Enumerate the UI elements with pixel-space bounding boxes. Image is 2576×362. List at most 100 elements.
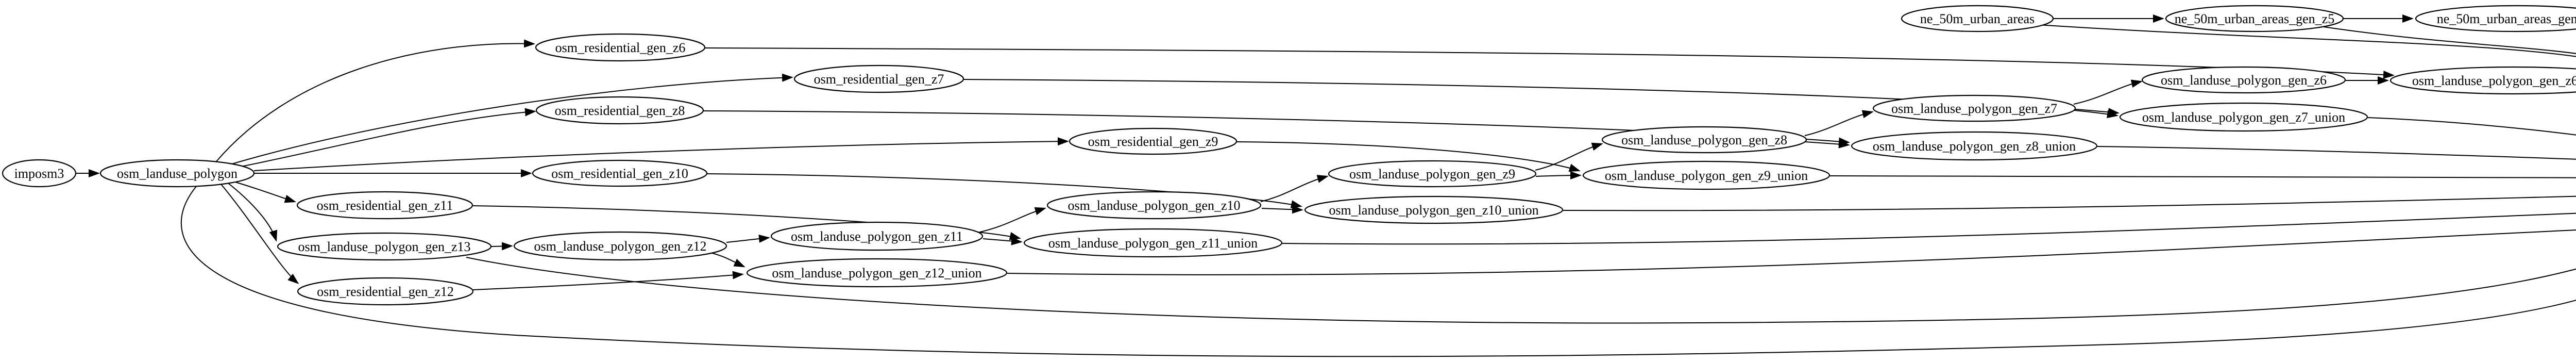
node-osm_landuse_polygon_gen_z13: osm_landuse_polygon_gen_z13 — [277, 232, 492, 261]
node-osm_residential_gen_z6: osm_residential_gen_z6 — [535, 33, 706, 62]
node-osm_landuse_polygon_gen_z9-label: osm_landuse_polygon_gen_z9 — [1349, 167, 1515, 182]
node-osm_residential_gen_z10-shape — [532, 159, 708, 187]
edge-osm_landuse_polygon_gen_z10-to-osm_landuse_polygon_gen_z10_union — [1261, 205, 1303, 214]
nodes-layer: imposm3 osm_landuse_polygon osm_residentia… — [2, 5, 2576, 306]
node-osm_landuse_polygon_gen_z11_union-shape — [1023, 228, 1283, 258]
node-osm_landuse_polygon_gen_z6_union: osm_landuse_polygon_gen_z6_union — [2389, 66, 2576, 95]
node-osm_landuse_polygon_gen_z8: osm_landuse_polygon_gen_z8 — [1601, 126, 1807, 154]
node-osm_residential_gen_z8-label: osm_residential_gen_z8 — [555, 103, 685, 118]
node-imposm3-label: imposm3 — [14, 166, 64, 181]
node-osm_landuse_polygon_gen_z12_union-shape — [746, 258, 1008, 288]
edge-osm_landuse_polygon-to-osm_residential_gen_z11 — [231, 180, 296, 203]
node-osm_landuse_polygon_gen_z9_union-label: osm_landuse_polygon_gen_z9_union — [1605, 168, 1808, 183]
node-osm_residential_gen_z11-shape — [296, 191, 473, 220]
edge-osm_landuse_polygon_gen_z9-to-osm_landuse_polygon_gen_z8 — [1535, 142, 1603, 171]
edge-osm_landuse_polygon_gen_z12-to-osm_landuse_polygon_gen_z11 — [726, 234, 770, 243]
node-osm_landuse_polygon_gen_z9: osm_landuse_polygon_gen_z9 — [1328, 160, 1537, 188]
node-osm_landuse_polygon_gen_z7_union: osm_landuse_polygon_gen_z7_union — [2119, 102, 2368, 132]
edge-osm_residential_gen_z11-to-osm_landuse_polygon_gen_z11_union — [472, 205, 1021, 240]
edge-osm_landuse_polygon_gen_z8_union-to-layer_landuse-z8 — [2097, 146, 2576, 160]
node-osm_landuse_polygon_gen_z12_union: osm_landuse_polygon_gen_z12_union — [746, 258, 1008, 288]
node-osm_landuse_polygon_gen_z6-shape — [2141, 66, 2346, 94]
node-osm_residential_gen_z8: osm_residential_gen_z8 — [535, 96, 704, 125]
node-osm_landuse_polygon_gen_z10-label: osm_landuse_polygon_gen_z10 — [1067, 198, 1240, 213]
node-ne_50m_urban_areas-label: ne_50m_urban_areas — [1920, 11, 2035, 26]
node-osm_residential_gen_z6-label: osm_residential_gen_z6 — [555, 40, 686, 55]
node-osm_landuse_polygon_gen_z13-shape — [277, 232, 492, 261]
edge-osm_landuse_polygon_gen_z9-to-osm_landuse_polygon_gen_z9_union — [1535, 171, 1582, 180]
node-ne_50m_urban_areas_gen_z5-shape — [2165, 5, 2344, 32]
edge-osm_landuse_polygon-to-layer_landuse-z14+ — [180, 185, 2576, 357]
edges-layer — [76, 14, 2576, 357]
node-osm_landuse_polygon_gen_z9_union: osm_landuse_polygon_gen_z9_union — [1582, 160, 1831, 190]
node-osm_residential_gen_z8-shape — [535, 96, 704, 125]
edge-osm_landuse_polygon-to-osm_residential_gen_z7 — [231, 73, 793, 164]
node-osm_landuse_polygon_gen_z11: osm_landuse_polygon_gen_z11 — [770, 221, 984, 251]
edge-osm_landuse_polygon_gen_z7-to-osm_landuse_polygon_gen_z6 — [2073, 79, 2143, 105]
node-imposm3: imposm3 — [2, 159, 77, 188]
node-ne_50m_urban_areas_gen_z4-shape — [2415, 5, 2576, 32]
node-ne_50m_urban_areas_gen_z5-label: ne_50m_urban_areas_gen_z5 — [2175, 11, 2334, 26]
node-osm_landuse_polygon_gen_z12-shape — [513, 231, 727, 261]
node-osm_landuse_polygon_gen_z7_union-shape — [2119, 102, 2368, 132]
node-osm_residential_gen_z12-label: osm_residential_gen_z12 — [317, 284, 454, 299]
node-osm_landuse_polygon_gen_z8_union: osm_landuse_polygon_gen_z8_union — [1851, 131, 2098, 161]
node-osm_landuse_polygon_gen_z7: osm_landuse_polygon_gen_z7 — [1872, 94, 2076, 122]
node-osm_residential_gen_z12: osm_residential_gen_z12 — [297, 277, 474, 306]
node-osm_landuse_polygon_gen_z9_union-shape — [1582, 160, 1831, 190]
edge-osm_landuse_polygon-to-osm_landuse_polygon_gen_z13 — [226, 182, 278, 242]
node-osm_residential_gen_z11-label: osm_residential_gen_z11 — [317, 198, 453, 213]
node-osm_landuse_polygon_gen_z8_union-label: osm_landuse_polygon_gen_z8_union — [1873, 139, 2076, 154]
edge-osm_landuse_polygon_gen_z13-to-layer_landuse-z13 — [466, 257, 2576, 324]
node-ne_50m_urban_areas-shape — [1901, 5, 2054, 32]
node-osm_landuse_polygon_gen_z11-shape — [770, 221, 984, 251]
edge-osm_residential_gen_z9-to-osm_landuse_polygon_gen_z9_union — [1236, 141, 1581, 172]
node-osm_residential_gen_z6-shape — [535, 33, 706, 62]
node-ne_50m_urban_areas_gen_z4: ne_50m_urban_areas_gen_z4 — [2415, 5, 2576, 32]
node-osm_residential_gen_z10-label: osm_residential_gen_z10 — [551, 166, 688, 181]
node-osm_landuse_polygon_gen_z6_union-shape — [2389, 66, 2576, 95]
edge-osm_landuse_polygon-to-osm_residential_gen_z6 — [216, 39, 535, 162]
node-osm_residential_gen_z9: osm_residential_gen_z9 — [1069, 127, 1238, 155]
edge-osm_landuse_polygon_gen_z11-to-osm_landuse_polygon_gen_z11_union — [982, 237, 1023, 245]
node-osm_residential_gen_z9-shape — [1069, 127, 1238, 155]
edge-osm_landuse_polygon_gen_z8-to-osm_landuse_polygon_gen_z7 — [1804, 110, 1874, 136]
edge-osm_landuse_polygon_gen_z12-to-osm_landuse_polygon_gen_z12_union — [708, 252, 745, 268]
node-osm_landuse_polygon_gen_z7-label: osm_landuse_polygon_gen_z7 — [1891, 101, 2057, 116]
edge-osm_landuse_polygon_gen_z12_union-to-layer_landuse-z12 — [1007, 229, 2576, 275]
node-osm_landuse_polygon-label: osm_landuse_polygon — [117, 166, 238, 181]
node-osm_landuse_polygon_gen_z10_union: osm_landuse_polygon_gen_z10_union — [1304, 195, 1564, 224]
node-osm_landuse_polygon_gen_z12_union-label: osm_landuse_polygon_gen_z12_union — [772, 266, 981, 281]
node-ne_50m_urban_areas_gen_z5: ne_50m_urban_areas_gen_z5 — [2165, 5, 2344, 32]
node-osm_landuse_polygon_gen_z13-label: osm_landuse_polygon_gen_z13 — [298, 239, 470, 254]
node-osm_landuse_polygon_gen_z7_union-label: osm_landuse_polygon_gen_z7_union — [2142, 110, 2345, 125]
edge-osm_landuse_polygon_gen_z9_union-to-layer_landuse-z9 — [1829, 175, 2576, 178]
edge-ne_50m_urban_areas_gen_z5-to-layer_landuse-z5 — [2323, 26, 2576, 54]
node-osm_landuse_polygon_gen_z10: osm_landuse_polygon_gen_z10 — [1046, 191, 1262, 220]
node-osm_landuse_polygon_gen_z10-shape — [1046, 191, 1262, 220]
edge-osm_landuse_polygon_gen_z10_union-to-layer_landuse-z10 — [1563, 195, 2576, 211]
node-osm_landuse_polygon_gen_z12: osm_landuse_polygon_gen_z12 — [513, 231, 727, 261]
node-osm_residential_gen_z10: osm_residential_gen_z10 — [532, 159, 708, 187]
node-osm_residential_gen_z9-label: osm_residential_gen_z9 — [1088, 134, 1218, 149]
edge-osm_residential_gen_z6-to-osm_landuse_polygon_gen_z6_union — [704, 47, 2395, 79]
edge-osm_residential_gen_z12-to-osm_landuse_polygon_gen_z12_union — [472, 271, 744, 290]
edge-osm_landuse_polygon_gen_z10-to-osm_landuse_polygon_gen_z9 — [1260, 175, 1329, 202]
node-osm_landuse_polygon_gen_z11_union-label: osm_landuse_polygon_gen_z11_union — [1048, 236, 1258, 251]
node-osm_landuse_polygon_gen_z11-label: osm_landuse_polygon_gen_z11 — [791, 229, 963, 244]
node-osm_landuse_polygon_gen_z12-label: osm_landuse_polygon_gen_z12 — [534, 239, 706, 254]
node-osm_residential_gen_z12-shape — [297, 277, 474, 306]
node-osm_landuse_polygon_gen_z6: osm_landuse_polygon_gen_z6 — [2141, 66, 2346, 94]
node-osm_landuse_polygon_gen_z9-shape — [1328, 160, 1537, 188]
node-osm_landuse_polygon_gen_z8_union-shape — [1851, 131, 2098, 161]
edge-osm_landuse_polygon_gen_z11_union-to-layer_landuse-z11 — [1282, 212, 2576, 245]
edge-osm_landuse_polygon-to-osm_residential_gen_z12 — [220, 183, 299, 284]
edge-osm_landuse_polygon-to-osm_residential_gen_z8 — [241, 108, 536, 167]
node-osm_landuse_polygon_gen_z10_union-label: osm_landuse_polygon_gen_z10_union — [1329, 203, 1538, 218]
node-osm_residential_gen_z7-label: osm_residential_gen_z7 — [814, 72, 944, 87]
node-osm_landuse_polygon_gen_z7-shape — [1872, 94, 2076, 122]
edge-osm_landuse_polygon_gen_z11-to-osm_landuse_polygon_gen_z10 — [979, 207, 1046, 233]
node-osm_landuse_polygon_gen_z8-shape — [1601, 126, 1807, 154]
